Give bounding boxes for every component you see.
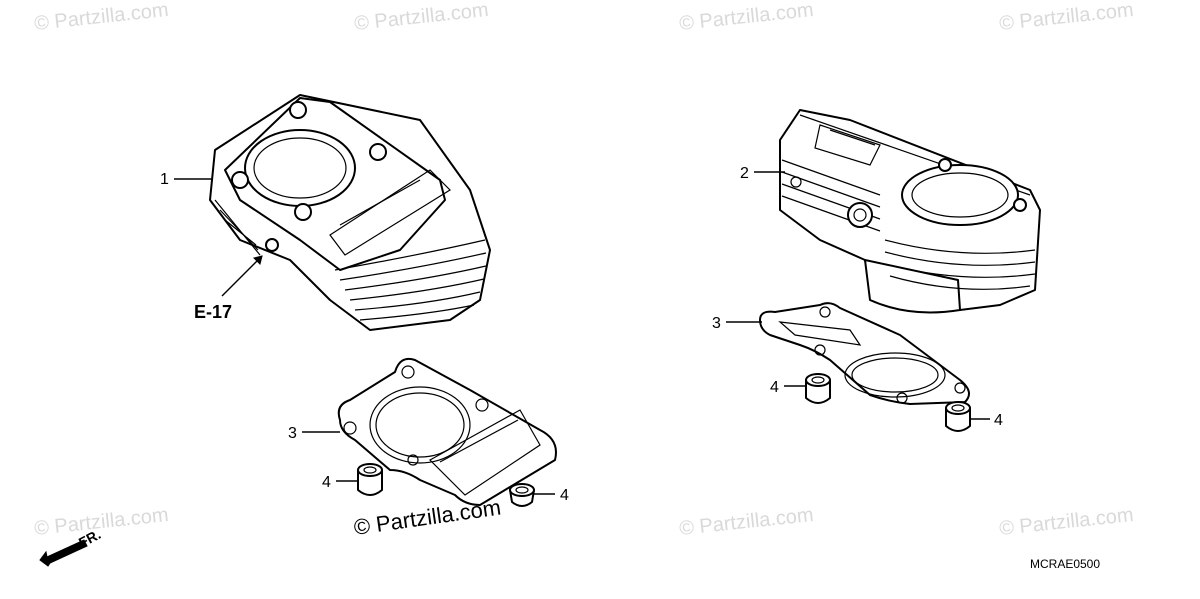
callout-4-left-b: 4: [534, 487, 569, 504]
watermark-top-4: © Partzilla.com: [998, 0, 1134, 35]
watermark-bottom-3: © Partzilla.com: [678, 504, 814, 540]
left-dowel-b[interactable]: [509, 483, 535, 507]
watermark-bottom-1: © Partzilla.com: [33, 504, 169, 540]
watermark-top-1: © Partzilla.com: [33, 0, 169, 35]
callout-4-right-b-label: 4: [994, 412, 1003, 429]
callout-4-right-a-label: 4: [770, 379, 779, 396]
diagram-code: MCRAE0500: [1030, 557, 1100, 571]
left-cylinder[interactable]: [209, 94, 491, 331]
watermark-bottom-4: © Partzilla.com: [998, 504, 1134, 540]
left-dowel-a[interactable]: [357, 463, 383, 496]
callout-4-right-a: 4: [770, 379, 806, 396]
callout-4-right-b: 4: [970, 412, 1003, 429]
watermark-top-3: © Partzilla.com: [678, 0, 814, 35]
reference-e17[interactable]: E-17: [194, 255, 263, 322]
callout-4-left-a-label: 4: [322, 474, 331, 491]
right-dowel-b[interactable]: [945, 401, 971, 432]
callout-2-label: 2: [740, 165, 749, 182]
reference-label[interactable]: E-17: [194, 302, 232, 322]
left-gasket[interactable]: [337, 357, 557, 506]
callout-3-left-label: 3: [288, 425, 297, 442]
watermark-top-2: © Partzilla.com: [353, 0, 489, 35]
callout-3-right-label: 3: [712, 315, 721, 332]
right-cylinder[interactable]: [779, 109, 1041, 314]
callout-2: 2: [740, 165, 785, 182]
callout-4-left-b-label: 4: [560, 487, 569, 504]
callout-3-right: 3: [712, 315, 762, 332]
right-gasket[interactable]: [759, 302, 970, 405]
callout-1: 1: [160, 171, 212, 188]
right-dowel-a[interactable]: [805, 373, 831, 404]
callout-1-label: 1: [160, 171, 169, 188]
callout-3-left: 3: [288, 425, 340, 442]
callout-4-left-a: 4: [322, 474, 358, 491]
